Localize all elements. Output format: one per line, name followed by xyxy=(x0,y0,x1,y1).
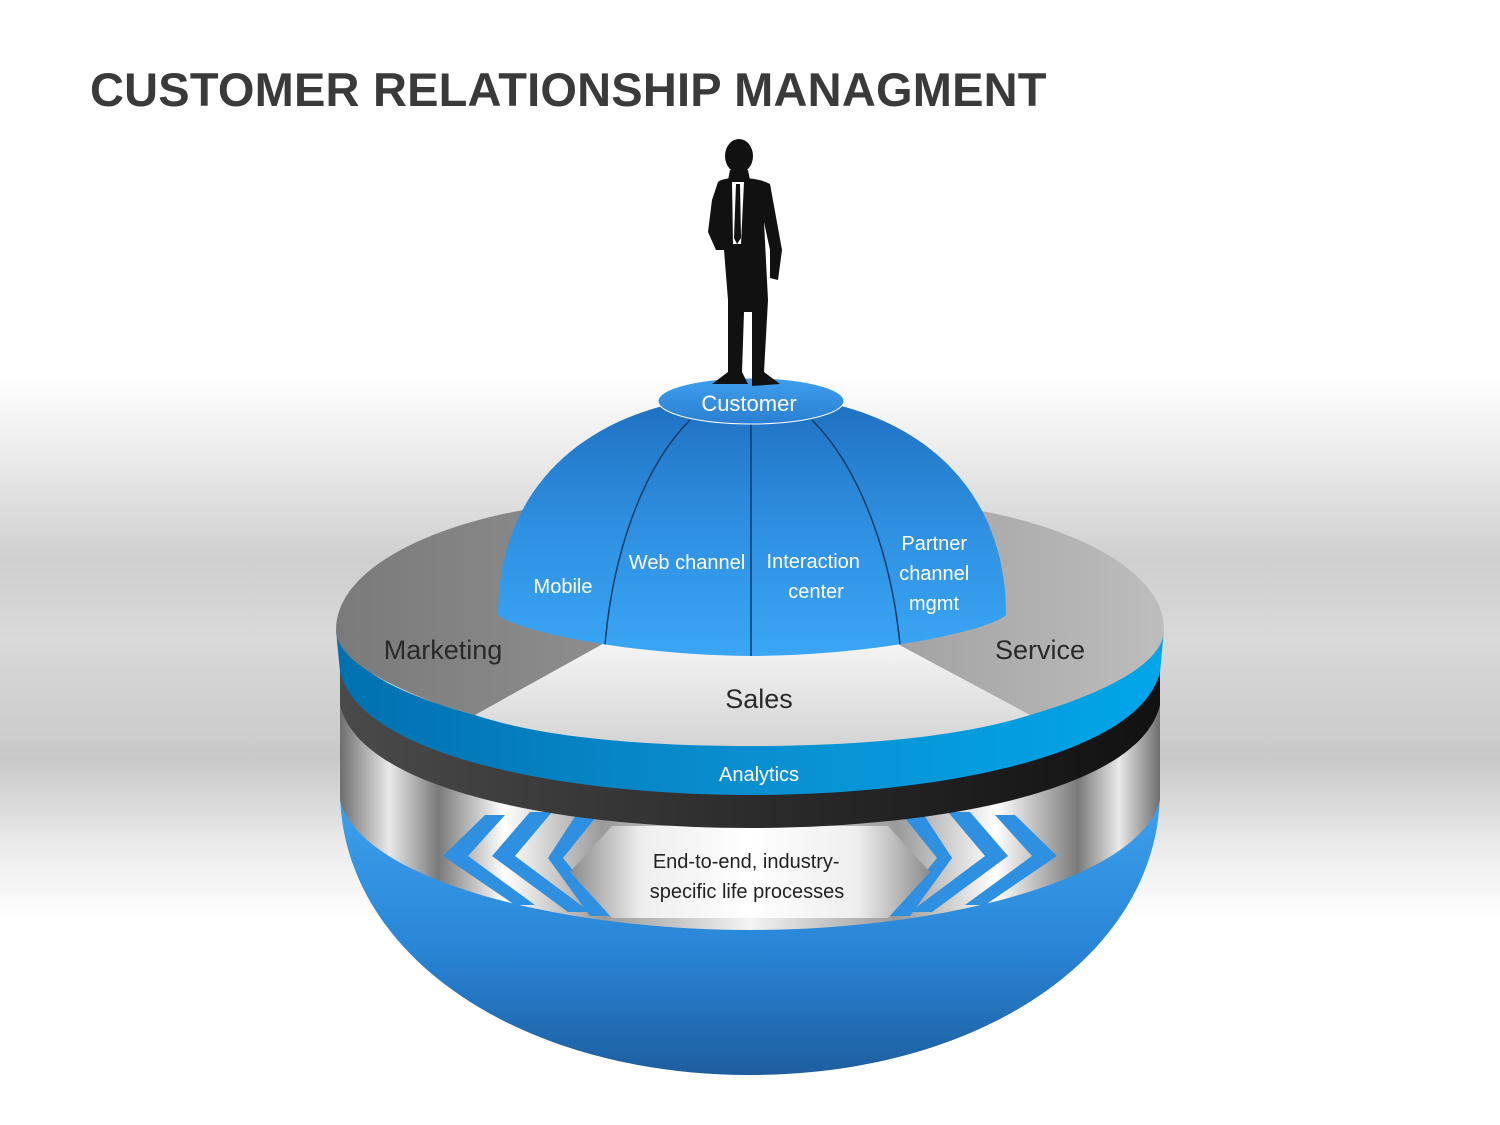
chevron-right-icon xyxy=(890,812,1057,916)
channel-mobile-label: Mobile xyxy=(534,576,593,598)
analytics-band xyxy=(336,630,1164,795)
analytics-label: Analytics xyxy=(719,764,799,786)
processes-panel xyxy=(570,826,930,918)
customer-cap xyxy=(657,377,845,425)
channel-web-label: Web channel xyxy=(629,552,745,574)
page-title: CUSTOMER RELATIONSHIP MANAGMENT xyxy=(90,63,1047,116)
service-label: Service xyxy=(995,635,1085,665)
dark-ring xyxy=(340,668,1160,828)
channel-dome xyxy=(498,395,1006,656)
channel-partner-label: Partner channel mgmt xyxy=(899,533,975,615)
marketing-label: Marketing xyxy=(384,635,503,665)
processes-label: End-to-end, industry- specific life proc… xyxy=(650,851,845,903)
chevron-left-icon xyxy=(443,812,610,916)
person-icon xyxy=(708,139,782,386)
sales-label: Sales xyxy=(725,684,793,714)
customer-label: Customer xyxy=(701,391,796,416)
channel-interaction-label: Interaction center xyxy=(767,551,866,603)
sales-segment xyxy=(475,640,1030,746)
